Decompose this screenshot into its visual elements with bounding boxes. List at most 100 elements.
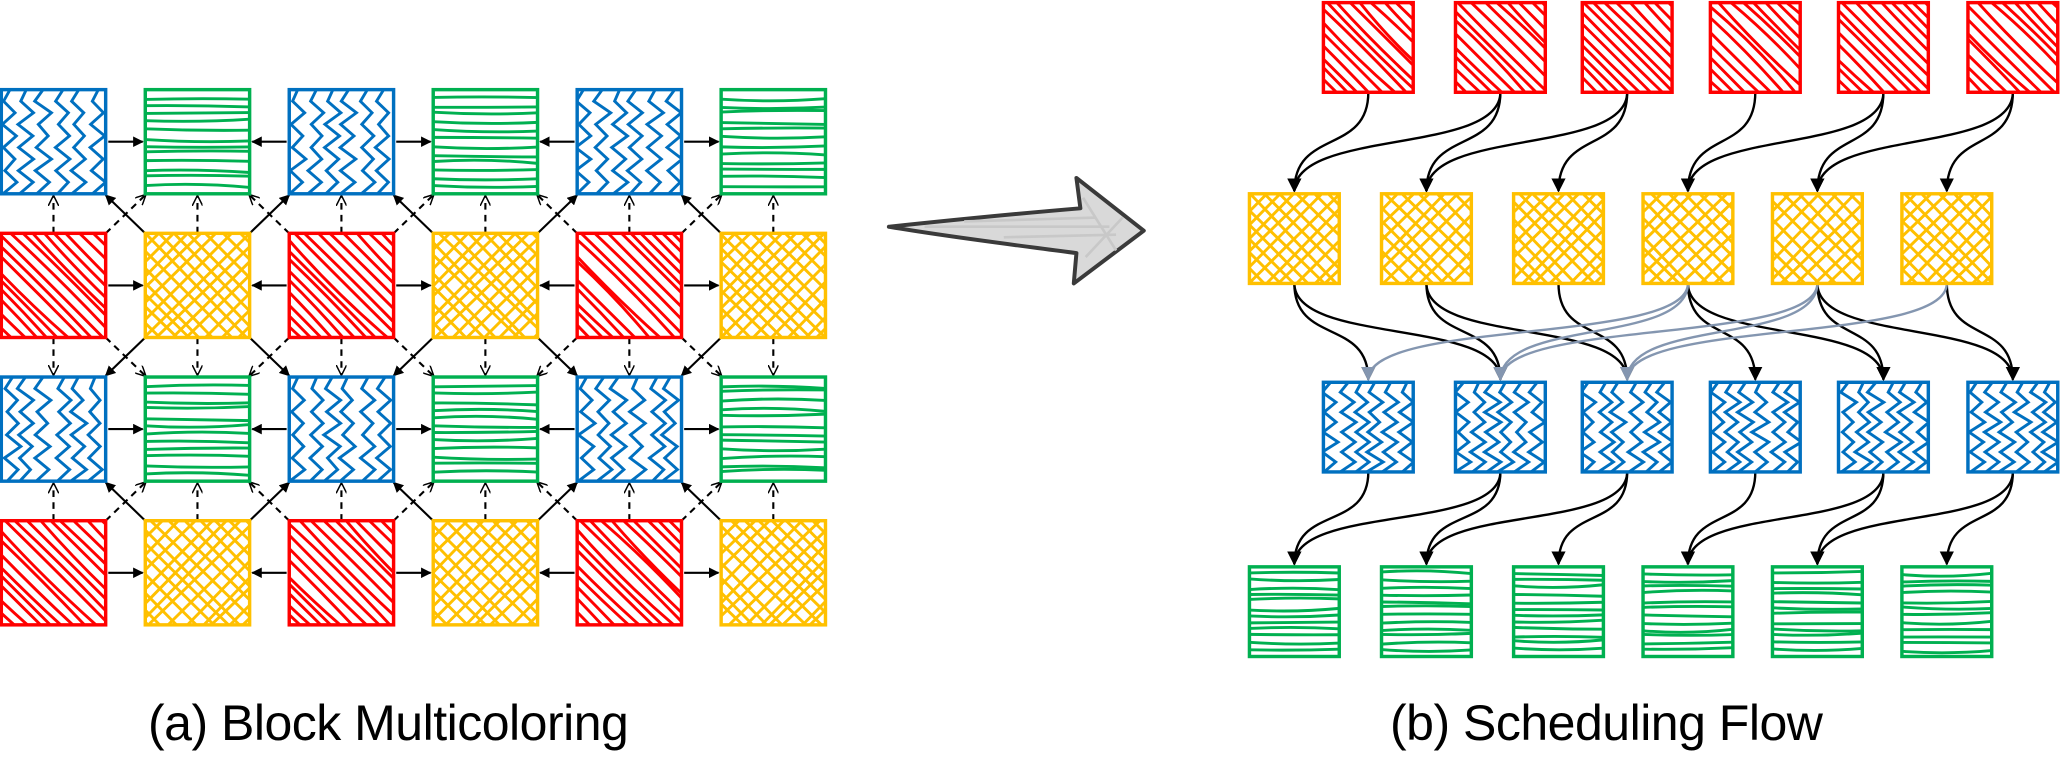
flow-block-blue-5 [1966,380,2060,474]
grid-dependency-edges [53,136,773,579]
grid-block-green-r2-c1 [143,375,252,483]
flow-edge [1680,92,1757,193]
flow-edge [1293,283,1376,382]
diagonal-edge [104,481,147,522]
flow-block-yellow-3 [1641,192,1735,286]
diagonal-edge [538,336,578,375]
flow-block-blue-4 [1836,380,1931,474]
diagonal-edge [392,194,434,235]
block-border [143,87,252,196]
grid-block-green-r2-c3 [431,375,540,483]
grid-block-red-r1-c4 [575,231,684,340]
grid-block-red-r3-c0 [0,518,108,627]
grid-block-blue-r2-c2 [287,375,396,483]
grid-block-blue-r0-c0 [0,87,108,196]
grid-block-yellow-r3-c1 [143,518,252,627]
block-border [1966,380,2060,474]
grid-block-yellow-r1-c1 [143,231,252,340]
flow-blocks [1247,0,2060,659]
flow-edge [1425,283,1508,382]
grid-block-green-r0-c3 [431,87,540,196]
block-border [143,518,252,627]
block-border [1247,192,1341,286]
block-border [1247,565,1341,659]
block-border [1900,565,1994,659]
block-border [0,231,108,340]
flow-block-yellow-4 [1770,192,1864,286]
block-border [1453,0,1548,94]
grid-block-green-r2-c5 [719,375,828,483]
flow-block-green-1 [1379,565,1474,659]
flow-block-blue-3 [1708,380,1802,474]
panel-block-multicoloring [0,87,828,627]
flow-edge [1945,283,2020,382]
grid-block-green-r0-c5 [719,87,828,196]
cross-dependency-edge [1493,283,1690,382]
flow-block-red-1 [1453,0,1548,94]
block-border [719,518,828,627]
diagonal-edge [538,195,578,235]
block-border [1511,192,1606,286]
block-border [575,375,684,483]
grid-block-blue-r2-c4 [575,375,684,483]
flow-edge [1287,471,1502,566]
block-border [1321,380,1415,474]
grid-block-red-r1-c0 [0,231,108,340]
diagonal-edge [680,194,722,235]
grid-block-green-r0-c1 [143,87,252,196]
flow-edge [1680,471,1885,566]
block-border [431,231,540,340]
flow-edge [1680,92,1885,193]
flow-block-blue-2 [1580,380,1674,474]
block-border [1770,565,1864,659]
block-border [719,87,828,196]
grid-block-red-r3-c4 [575,518,684,627]
block-border [1836,380,1931,474]
block-border [719,231,828,340]
flow-edge [1680,471,1757,566]
flow-block-green-5 [1900,565,1994,659]
diagonal-edge [250,482,290,522]
block-border [0,375,108,483]
diagonal-edge [104,194,147,235]
flow-edge [1810,471,2015,566]
block-border [1580,0,1674,94]
diagonal-edge [250,195,290,235]
flow-block-yellow-2 [1511,192,1606,286]
block-border [431,375,540,483]
block-border [1708,0,1802,94]
block-border [143,375,252,483]
block-border [431,518,540,627]
flow-edge [1551,471,1629,566]
diagonal-edge [538,482,578,522]
diagonal-edge [392,481,434,522]
block-border [719,375,828,483]
block-border [287,231,396,340]
diagonal-edge [392,336,434,377]
flow-block-red-5 [1966,0,2060,94]
flow-edge [1810,471,1885,566]
flow-edge [1293,283,1508,382]
diagonal-edge [250,336,290,375]
flow-block-blue-0 [1321,380,1415,474]
block-border [0,518,108,627]
block-border [575,231,684,340]
block-border [1708,380,1802,474]
diagonal-edge [680,481,722,522]
flow-edge [1419,471,1629,566]
diagonal-edge [680,336,722,377]
cross-dependency-edge [1620,283,1819,382]
transition-arrow-icon [886,175,1146,286]
grid-block-blue-r2-c0 [0,375,108,483]
flow-edge [1287,471,1370,566]
flow-block-blue-1 [1453,380,1548,474]
block-border [1641,565,1735,659]
flow-edge [1419,471,1502,566]
flow-block-red-2 [1580,0,1674,94]
flow-block-green-4 [1770,565,1864,659]
flow-edge [1939,471,2015,566]
block-border [575,87,684,196]
block-border [287,518,396,627]
flow-block-green-0 [1247,565,1341,659]
flow-edge [1419,92,1629,193]
